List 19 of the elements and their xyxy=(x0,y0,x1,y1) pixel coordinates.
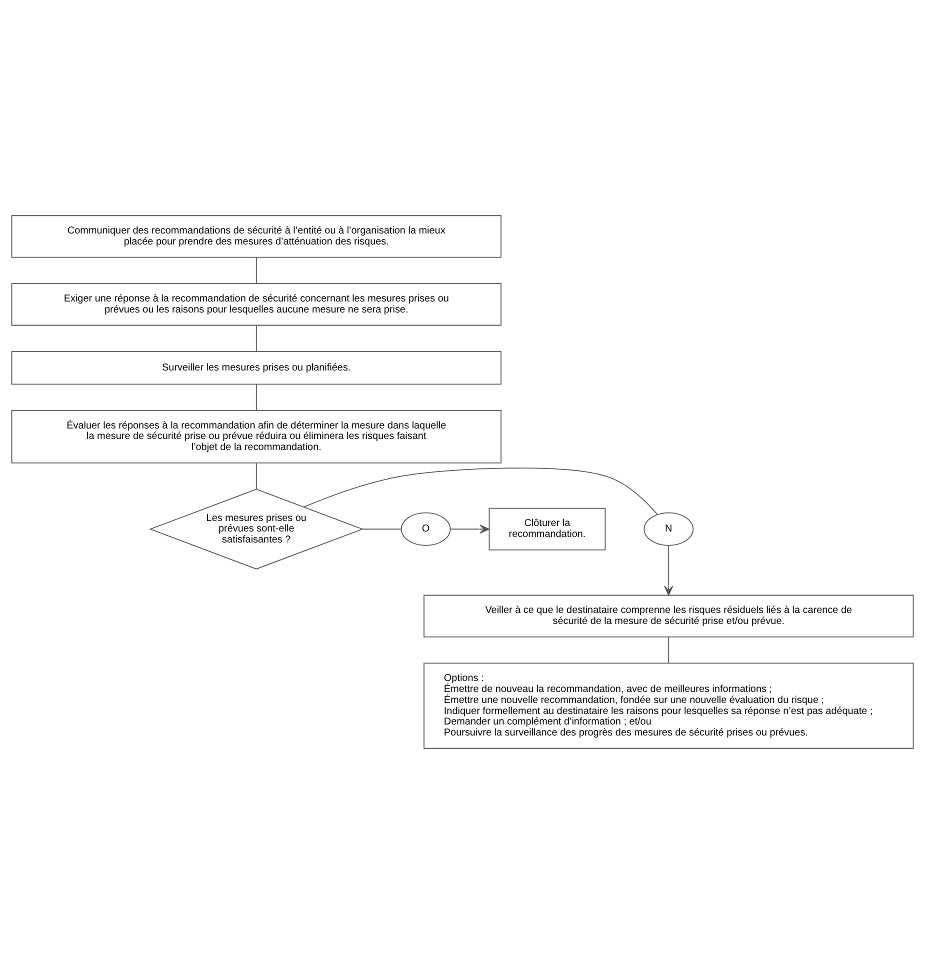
connector xyxy=(304,467,658,514)
node-box: Exiger une réponse à la recommandation de sécurité concernant les mesures prises ou prévues ou les raisons pour lesquelles aucune mesure ne sera prise. xyxy=(11,282,502,326)
node-ellipse: O xyxy=(400,512,451,546)
node-diamond: Les mesures prises ou prévues sont-elle satisfaisantes ? xyxy=(149,488,364,569)
node-box: Clôturer la recommandation. xyxy=(488,507,606,550)
connector xyxy=(668,636,670,664)
node-box: Surveiller les mesures prises ou planifiées. xyxy=(11,350,502,384)
connector xyxy=(256,256,257,284)
arrow xyxy=(664,544,674,596)
connector xyxy=(256,383,257,410)
connector xyxy=(256,462,257,489)
node-box: Évaluer les réponses à la recommandation afin de déterminer la mesure dans laquelle la mesure de sécurité prise ou prévue réduira ou éliminera les risques faisant l’objet de la recommandation. xyxy=(11,409,502,463)
node-ellipse: N xyxy=(644,512,694,546)
connector xyxy=(362,528,402,530)
arrow xyxy=(450,524,490,534)
node-box: Veiller à ce que le destinataire comprenne les risques résiduels liés à la carence de sécurité de la mesure de sécurité prise et/ou prévue. xyxy=(424,594,914,637)
connector xyxy=(256,324,257,352)
node-box: Communiquer des recommandations de sécurité à l’entité ou à l’organisation la mieux placée pour prendre des mesures d’atténuation des risques. xyxy=(11,214,502,258)
node-box: Options : Émettre de nouveau la recommandation, avec de meilleures informations ; Émettre une nouvelle recommandation, fondée sur une nouvelle évaluation du risque ; Indiquer formellement au destinataire les raisons pour lesquelles sa réponse n’est pas adéquate ; Demander un complément d’information ; et/ou Poursuivre la surveillance des progrès des mesures de sécurité prises ou prévues. xyxy=(424,662,914,748)
